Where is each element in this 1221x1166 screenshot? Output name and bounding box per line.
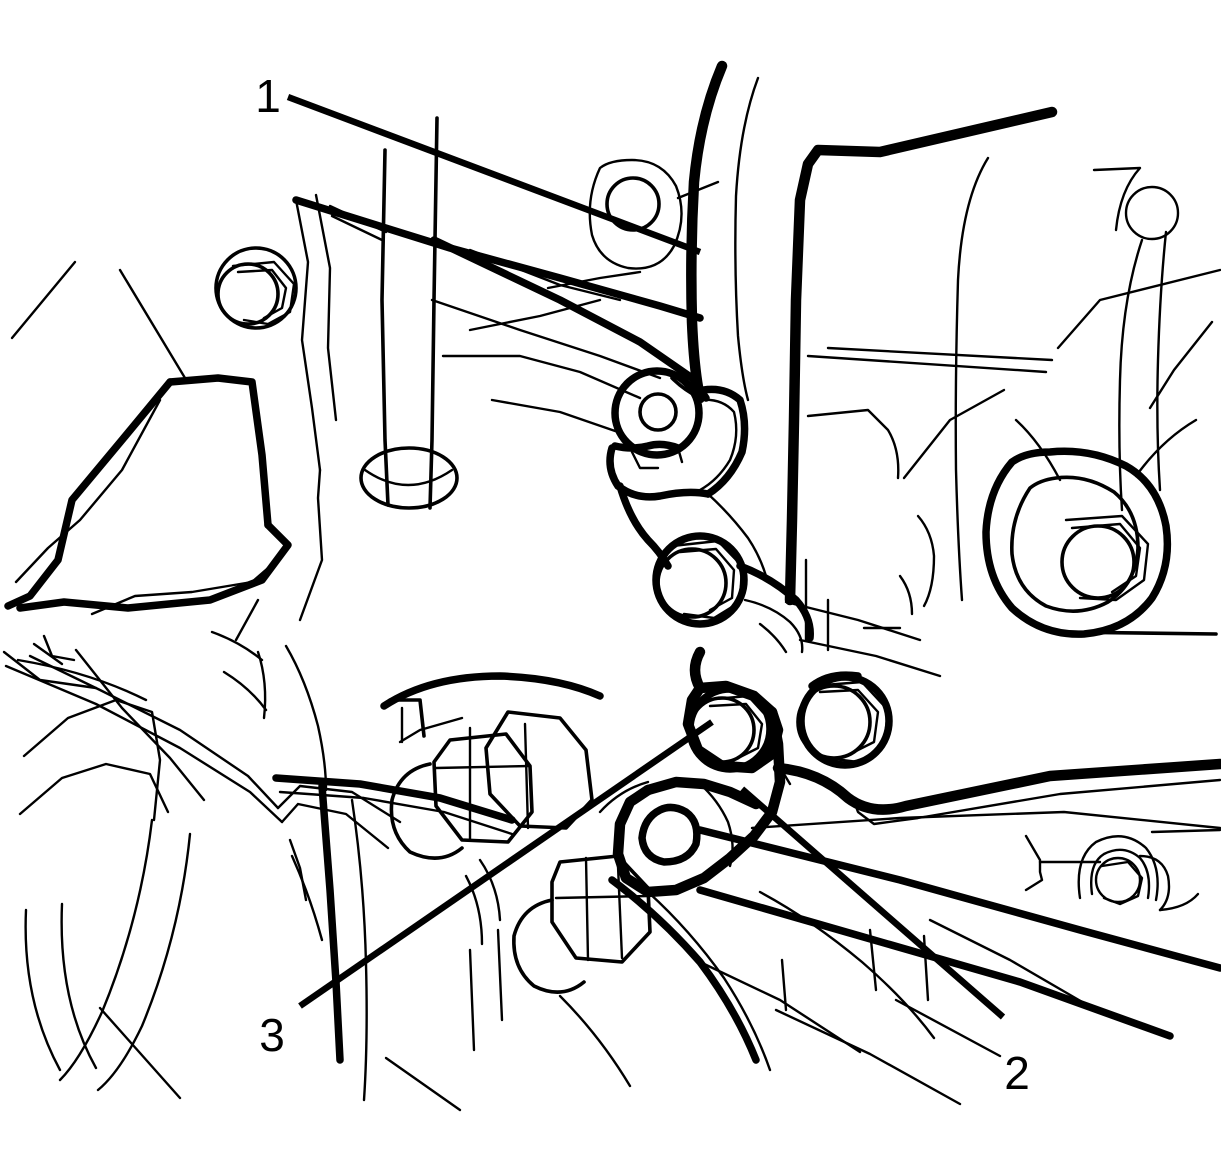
callout-3: 3 (259, 719, 714, 1061)
callout-3-leader (298, 719, 714, 1009)
callout-2-leader (739, 786, 1006, 1020)
engine-block-casting-left (4, 193, 338, 642)
lower-casting-edges (272, 644, 1098, 1106)
callout-2-label: 2 (1004, 1047, 1030, 1099)
mount-bushing-eye (606, 367, 768, 578)
hex-bolt-bracket-right (796, 671, 893, 769)
small-hex-bolt-lower-right (1077, 835, 1159, 906)
hex-nut-upper-left (214, 246, 298, 330)
hex-bolt-bracket-left (686, 685, 774, 773)
transmission-housing-right (784, 106, 1221, 678)
callout-1-label: 1 (255, 70, 281, 122)
upper-casting-ridge (292, 196, 710, 434)
coolant-hose-lower-left (2, 634, 402, 1100)
callout-1: 1 (255, 70, 702, 256)
callout-group: 1 2 3 (255, 70, 1030, 1099)
recessed-socket-bolt-right (982, 418, 1218, 638)
callout-1-leader (286, 93, 702, 256)
hex-bolt-mid (652, 532, 814, 654)
callout-3-label: 3 (259, 1009, 285, 1061)
mount-bracket-plate (598, 646, 792, 898)
callout-2: 2 (739, 786, 1030, 1099)
